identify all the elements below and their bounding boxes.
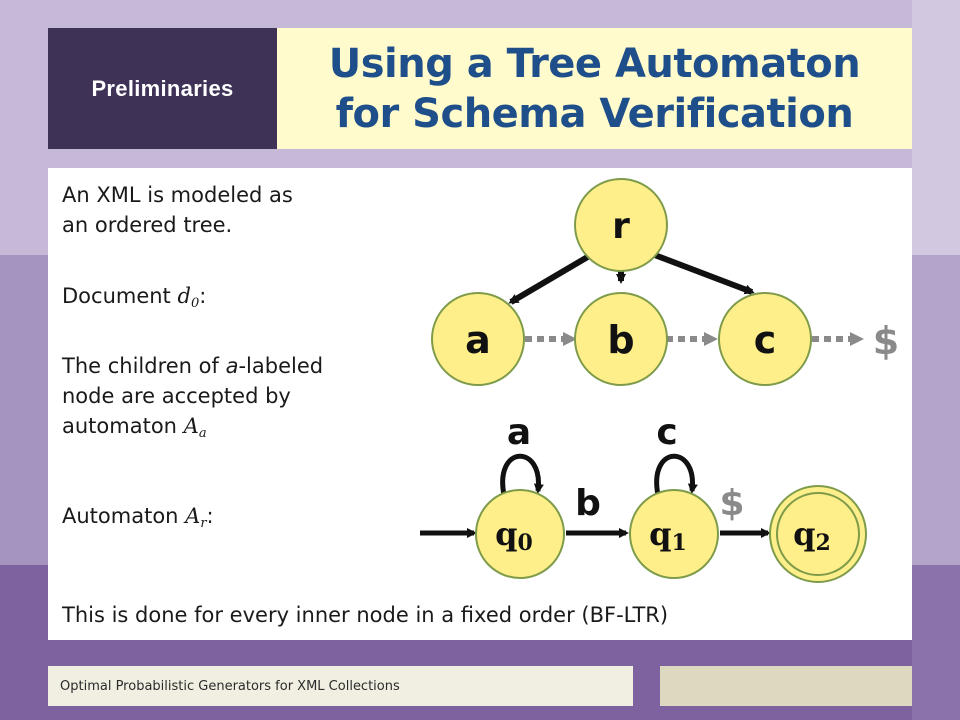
diagram-canvas: r a b c $ a c b $ q0 q1 q2 xyxy=(420,178,899,583)
tree-node-b-label: b xyxy=(607,318,634,362)
self-loop-q1 xyxy=(654,453,698,496)
math-var: A xyxy=(185,504,201,528)
footer-title: Optimal Probabilistic Generators for XML… xyxy=(60,678,400,694)
self-loop-label-a: a xyxy=(507,412,531,453)
text-line: An XML is modeled as xyxy=(62,183,293,207)
math-sub: r xyxy=(200,516,207,531)
text-traversal-order: This is done for every inner node in a f… xyxy=(62,603,669,627)
text-line: node are accepted by xyxy=(62,384,291,408)
state-q2 xyxy=(776,492,860,576)
state-base: q xyxy=(793,515,815,553)
title-line-2: for Schema Verification xyxy=(335,90,854,137)
text-children-accepted: The children of a-labeled node are accep… xyxy=(62,351,323,449)
tree-node-root-label: r xyxy=(612,206,630,247)
tree-node-a xyxy=(431,292,525,386)
text-fragment: : xyxy=(199,284,207,308)
math-sub: 0 xyxy=(190,296,200,311)
section-label: Preliminaries xyxy=(91,75,234,101)
state-sub: 0 xyxy=(518,530,533,556)
background-stripe xyxy=(912,0,960,720)
transition-label-b: b xyxy=(575,483,601,524)
transition-label-end: $ xyxy=(719,483,744,524)
slide-title: Using a Tree Automaton for Schema Verifi… xyxy=(277,28,912,149)
text-fragment: : xyxy=(206,504,214,528)
state-sub: 1 xyxy=(672,530,687,556)
state-q1-label: q1 xyxy=(649,515,687,556)
state-q2-label: q2 xyxy=(793,515,831,556)
text-line: an ordered tree. xyxy=(62,213,233,237)
text-fragment: Document xyxy=(62,284,178,308)
text-fragment: Automaton xyxy=(62,504,186,528)
text-xml-model: An XML is modeled as an ordered tree. xyxy=(62,180,293,240)
tree-end-symbol: $ xyxy=(873,319,899,363)
title-line-1: Using a Tree Automaton xyxy=(328,40,861,87)
self-loop-q0 xyxy=(500,453,544,496)
state-base: q xyxy=(649,515,671,553)
tree-node-c-label: c xyxy=(754,318,777,362)
text-fragment: The children of xyxy=(62,354,226,378)
math-sub: a xyxy=(198,426,207,441)
text-document-label: Document d0: xyxy=(62,281,206,319)
slide-content: An XML is modeled as an ordered tree. Do… xyxy=(48,168,912,640)
tree-node-a-label: a xyxy=(465,318,491,362)
text-fragment: -labeled xyxy=(238,354,324,378)
footer-bar: Optimal Probabilistic Generators for XML… xyxy=(48,666,633,706)
text-line: automaton Aa xyxy=(62,411,323,449)
tree-node-c xyxy=(718,292,812,386)
section-badge: Preliminaries xyxy=(48,28,277,149)
text-line: The children of a-labeled xyxy=(62,351,323,381)
math-var: a xyxy=(225,354,239,378)
state-base: q xyxy=(495,515,517,553)
state-q1 xyxy=(629,489,719,579)
tree-node-b xyxy=(574,292,668,386)
text-fragment: automaton xyxy=(62,414,184,438)
tree-node-root xyxy=(574,178,668,272)
self-loop-label-c: c xyxy=(656,412,677,453)
footer-page-box xyxy=(660,666,912,706)
tree-edge-r-a xyxy=(508,249,598,305)
math-var: d xyxy=(177,284,191,308)
state-q0 xyxy=(475,489,565,579)
tree-edge-r-c xyxy=(650,251,755,295)
text-automaton-label: Automaton Ar: xyxy=(62,501,214,539)
state-q0-label: q0 xyxy=(495,515,533,556)
math-var: A xyxy=(183,414,199,438)
state-sub: 2 xyxy=(816,530,831,556)
